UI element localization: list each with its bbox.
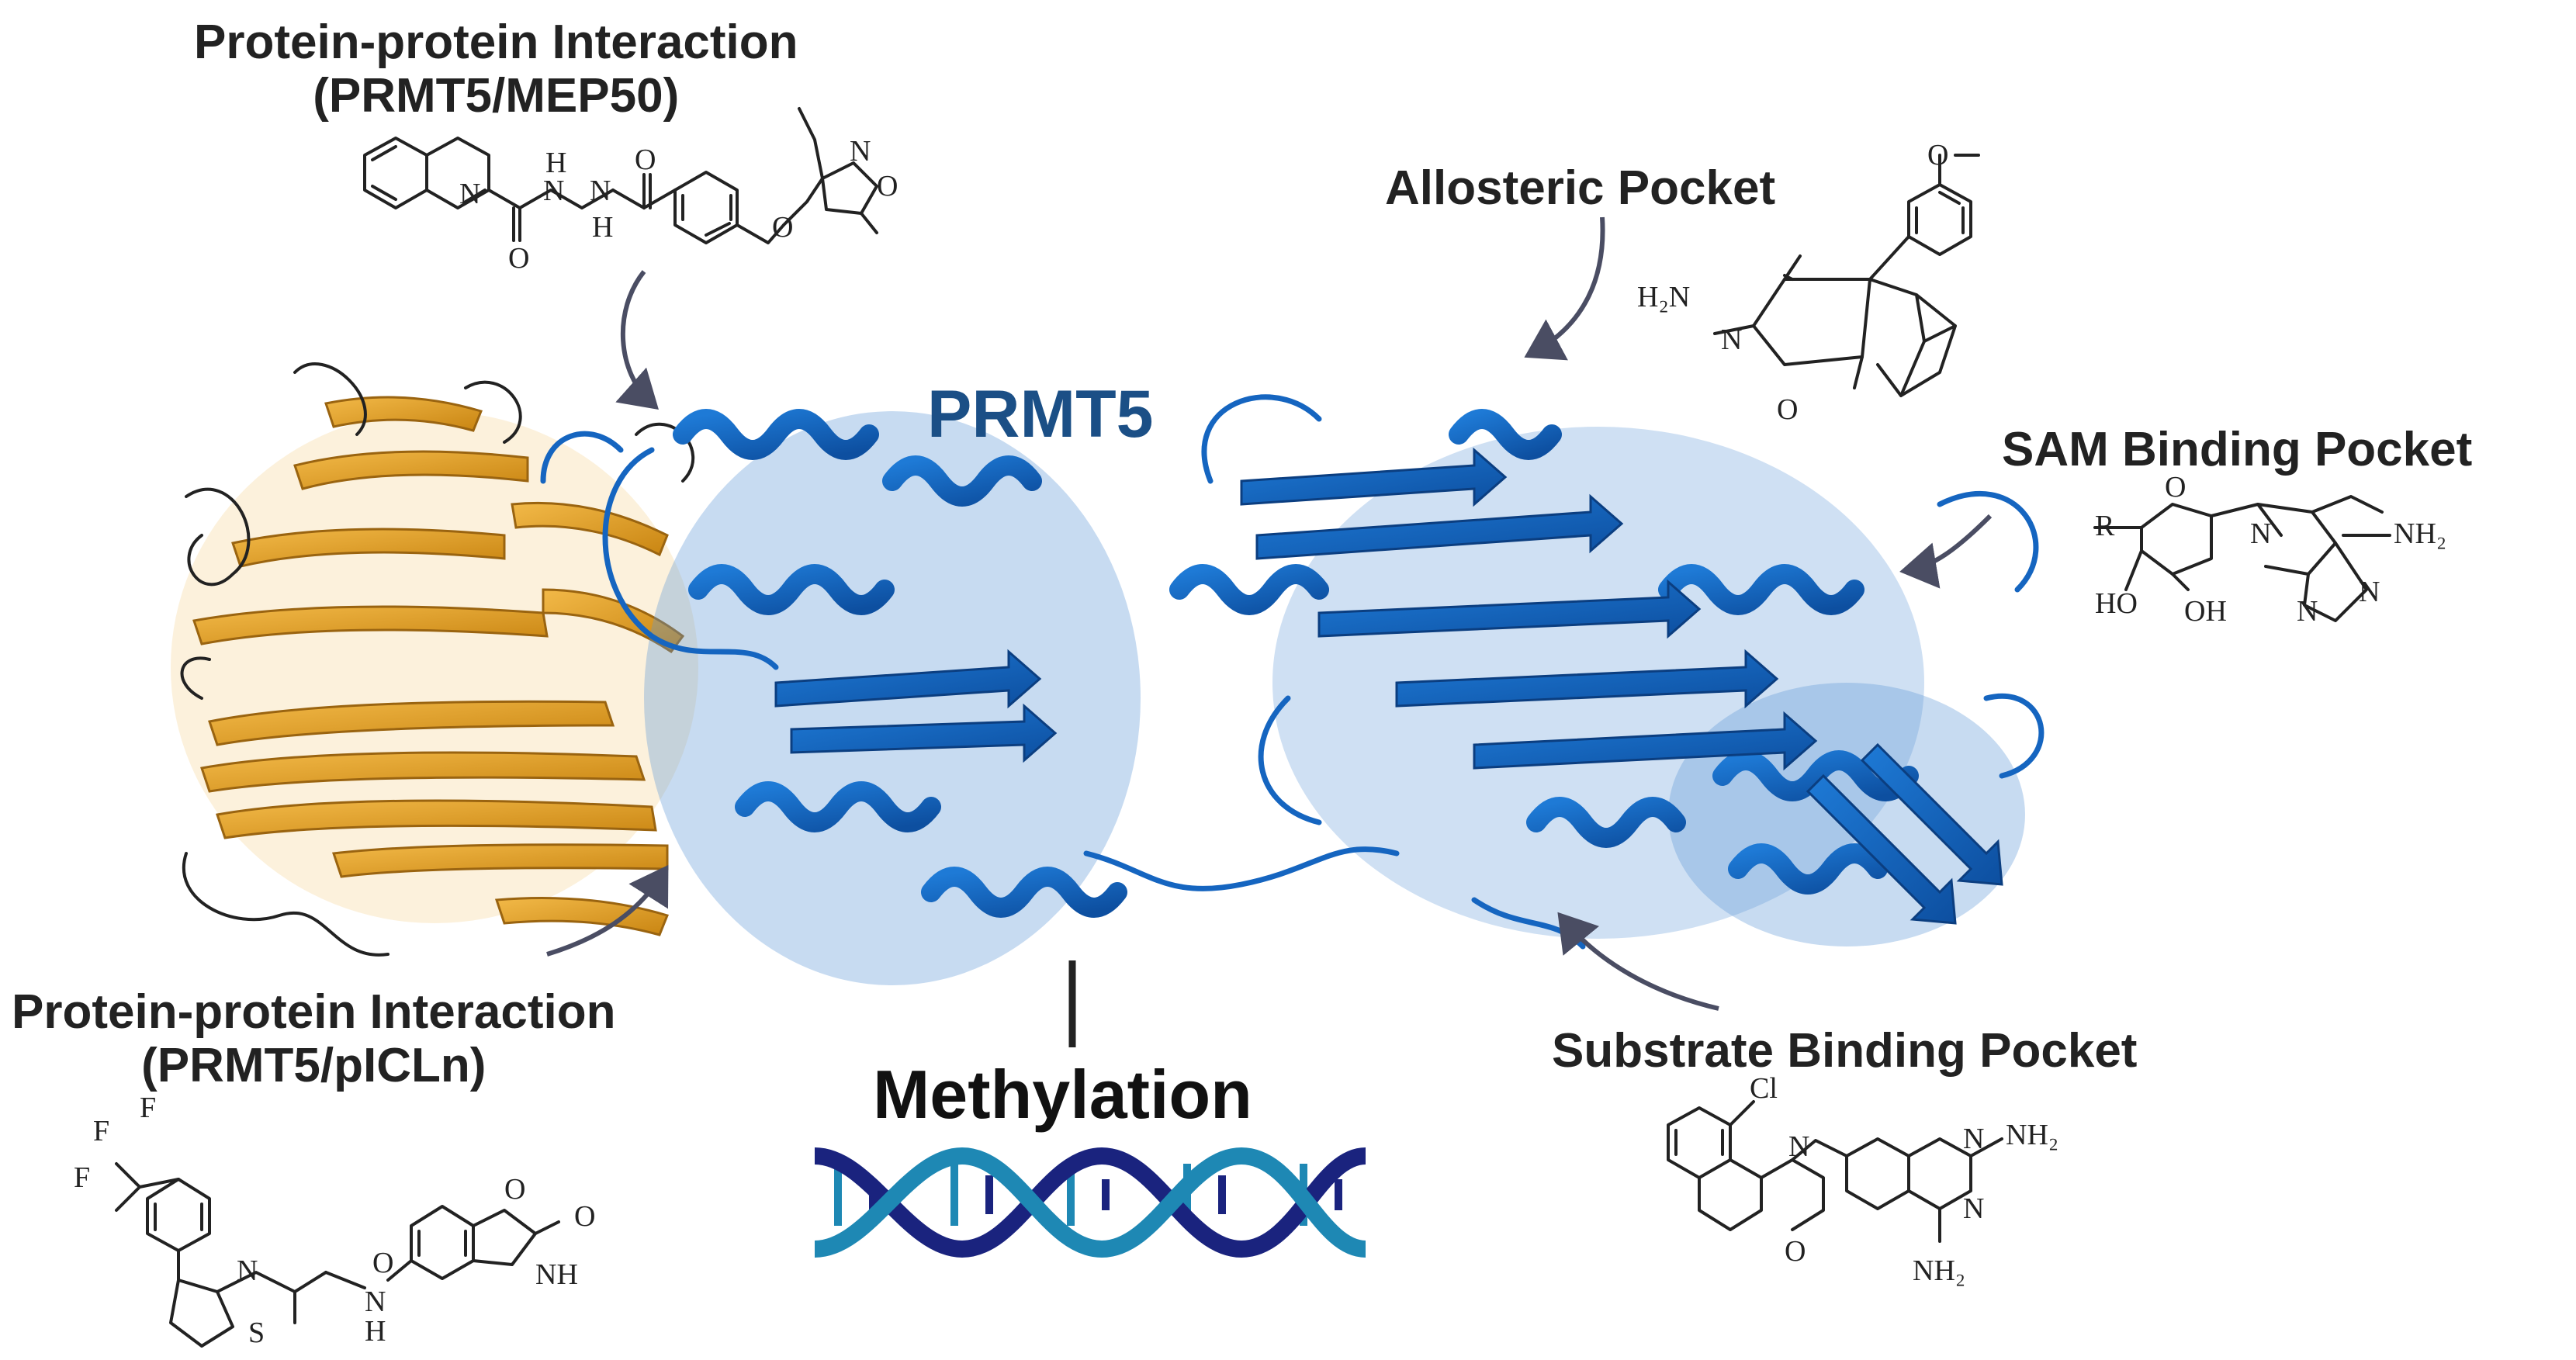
svg-text:N: N xyxy=(459,178,480,210)
pointer-arrows xyxy=(546,216,1993,1047)
svg-text:H₂N: H₂N xyxy=(1637,281,1690,313)
svg-text:N: N xyxy=(365,1286,386,1318)
svg-text:H: H xyxy=(545,147,566,179)
label-ppi-mep50-line1: Protein-protein Interaction xyxy=(194,16,798,69)
svg-text:N: N xyxy=(543,175,564,207)
svg-text:F: F xyxy=(93,1115,109,1147)
svg-text:Cl: Cl xyxy=(1750,1072,1778,1105)
svg-text:O: O xyxy=(1785,1235,1806,1268)
svg-text:N: N xyxy=(850,135,871,168)
label-ppi-mep50-line2: (PRMT5/MEP50) xyxy=(313,69,680,123)
label-ppi-picln-line1: Protein-protein Interaction xyxy=(12,985,616,1039)
label-ppi-mep50: Protein-protein Interaction (PRMT5/MEP50… xyxy=(194,16,798,123)
compound-mep50: N N H N H O O O N O xyxy=(363,107,898,275)
svg-text:O: O xyxy=(574,1200,595,1233)
methylation-label: Methylation xyxy=(873,1056,1252,1133)
arrow-picln xyxy=(546,864,669,957)
prmt5-protein xyxy=(540,394,2045,985)
svg-text:HO: HO xyxy=(2095,587,2138,620)
svg-text:H: H xyxy=(592,211,613,244)
svg-text:R: R xyxy=(2095,510,2115,542)
svg-text:N: N xyxy=(237,1254,258,1287)
label-allosteric-text: Allosteric Pocket xyxy=(1385,161,1776,215)
svg-text:S: S xyxy=(248,1317,265,1349)
svg-text:NH₂: NH₂ xyxy=(2394,517,2446,550)
arrow-allosteric xyxy=(1524,216,1605,361)
svg-text:O: O xyxy=(504,1173,525,1206)
compound-sam: R O N NH₂ HO OH N N xyxy=(2093,471,2446,628)
svg-text:O: O xyxy=(635,144,656,176)
svg-text:NH₂: NH₂ xyxy=(2006,1119,2058,1151)
prmt5-title: PRMT5 xyxy=(927,377,1154,452)
svg-text:O: O xyxy=(1927,139,1948,171)
arrow-mep50 xyxy=(615,270,659,410)
svg-text:NH: NH xyxy=(535,1258,578,1291)
svg-text:N: N xyxy=(1963,1123,1984,1155)
dna-helix-icon xyxy=(814,1147,1367,1258)
label-allosteric: Allosteric Pocket xyxy=(1385,161,1775,215)
label-sam: SAM Binding Pocket xyxy=(2002,423,2472,476)
svg-text:O: O xyxy=(877,170,898,202)
arrow-substrate xyxy=(1557,912,1719,1011)
svg-text:NH₂: NH₂ xyxy=(1913,1254,1965,1287)
label-ppi-picln: Protein-protein Interaction (PRMT5/pICLn… xyxy=(12,985,615,1093)
svg-text:H: H xyxy=(365,1315,386,1348)
compound-substrate: Cl N O N NH₂ N NH₂ xyxy=(1667,1072,2058,1287)
svg-text:OH: OH xyxy=(2184,595,2227,628)
svg-text:O: O xyxy=(1777,393,1798,426)
label-ppi-picln-line2: (PRMT5/pICLn) xyxy=(141,1039,486,1093)
svg-text:F: F xyxy=(74,1161,90,1194)
label-substrate: Substrate Binding Pocket xyxy=(1552,1024,2137,1078)
label-substrate-text: Substrate Binding Pocket xyxy=(1552,1024,2138,1078)
svg-text:N: N xyxy=(590,175,611,207)
svg-text:O: O xyxy=(2165,471,2186,504)
svg-text:F: F xyxy=(140,1092,156,1124)
svg-text:N: N xyxy=(2297,595,2318,628)
svg-text:O: O xyxy=(772,211,793,244)
svg-text:N: N xyxy=(1963,1192,1984,1225)
svg-text:N: N xyxy=(2359,576,2380,608)
compound-allosteric: O H₂N N O xyxy=(1637,139,1980,426)
arrow-sam xyxy=(1899,514,1993,589)
label-sam-text: SAM Binding Pocket xyxy=(2002,423,2473,476)
mep50-protein xyxy=(171,362,698,957)
svg-text:N: N xyxy=(2250,517,2271,550)
svg-text:N: N xyxy=(1721,324,1742,356)
compound-picln: F F F N S O N H O O NH xyxy=(74,1092,595,1349)
svg-text:N: N xyxy=(1788,1130,1809,1163)
svg-text:O: O xyxy=(508,242,529,275)
svg-text:O: O xyxy=(372,1247,393,1279)
